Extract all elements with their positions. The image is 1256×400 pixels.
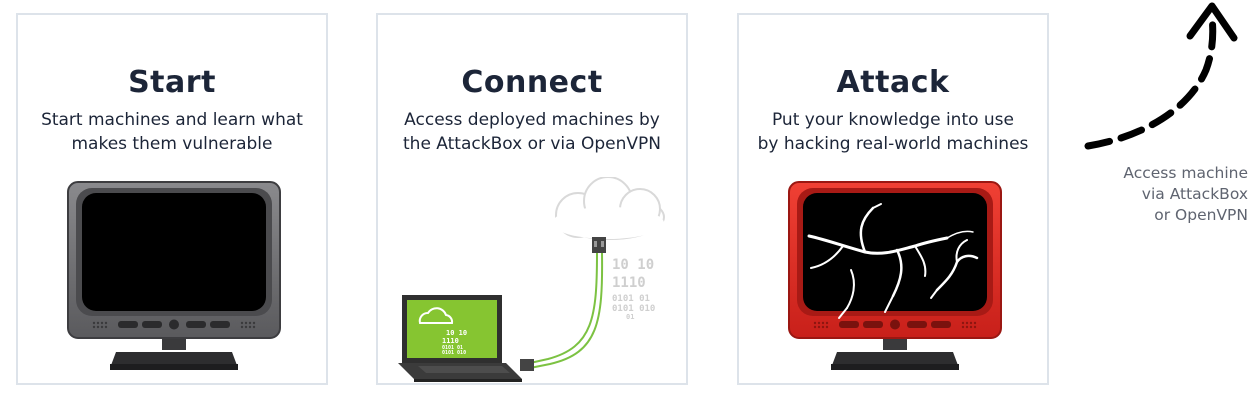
cracked-monitor-icon xyxy=(788,181,1002,370)
side-note-text: Access machine via AttackBox or OpenVPN xyxy=(1123,164,1248,224)
start-card: Start Start machines and learn what make… xyxy=(16,13,328,385)
laptop-screen-text: 10 10 xyxy=(446,329,467,337)
laptop-screen-text: 0101 01 xyxy=(442,345,463,351)
attack-card-title: Attack xyxy=(836,65,950,100)
start-card-description: Start machines and learn what makes them… xyxy=(41,110,303,154)
binary-text-line: 0101 010 xyxy=(612,304,655,314)
connect-card: Connect Access deployed machines by the … xyxy=(376,13,688,385)
cloud-icon xyxy=(552,177,665,240)
laptop-icon: 10 10 1110 0101 01 0101 010 xyxy=(398,295,522,382)
laptop-screen-text: 0101 010 xyxy=(442,350,466,356)
laptop-screen-text: 1110 xyxy=(442,337,459,345)
binary-text-line: 01 xyxy=(626,313,634,321)
attack-card-description: Put your knowledge into use by hacking r… xyxy=(757,110,1029,154)
binary-text-line: 0101 01 xyxy=(612,294,650,304)
laptop-cloud-icon: 10 10 1110 0101 01 0101 010 01 10 10 111… xyxy=(398,177,665,382)
dashed-arrow-up-icon xyxy=(1084,2,1238,150)
connect-card-description: Access deployed machines by the AttackBo… xyxy=(403,110,661,154)
attack-card: Attack Put your knowledge into use by ha… xyxy=(737,13,1049,385)
start-card-title: Start xyxy=(128,65,216,100)
binary-text-line: 10 10 xyxy=(612,257,654,273)
binary-text-line: 1110 xyxy=(612,275,646,291)
monitor-icon xyxy=(67,181,281,370)
screen-crack-icon xyxy=(807,203,979,319)
connect-card-title: Connect xyxy=(461,65,603,100)
